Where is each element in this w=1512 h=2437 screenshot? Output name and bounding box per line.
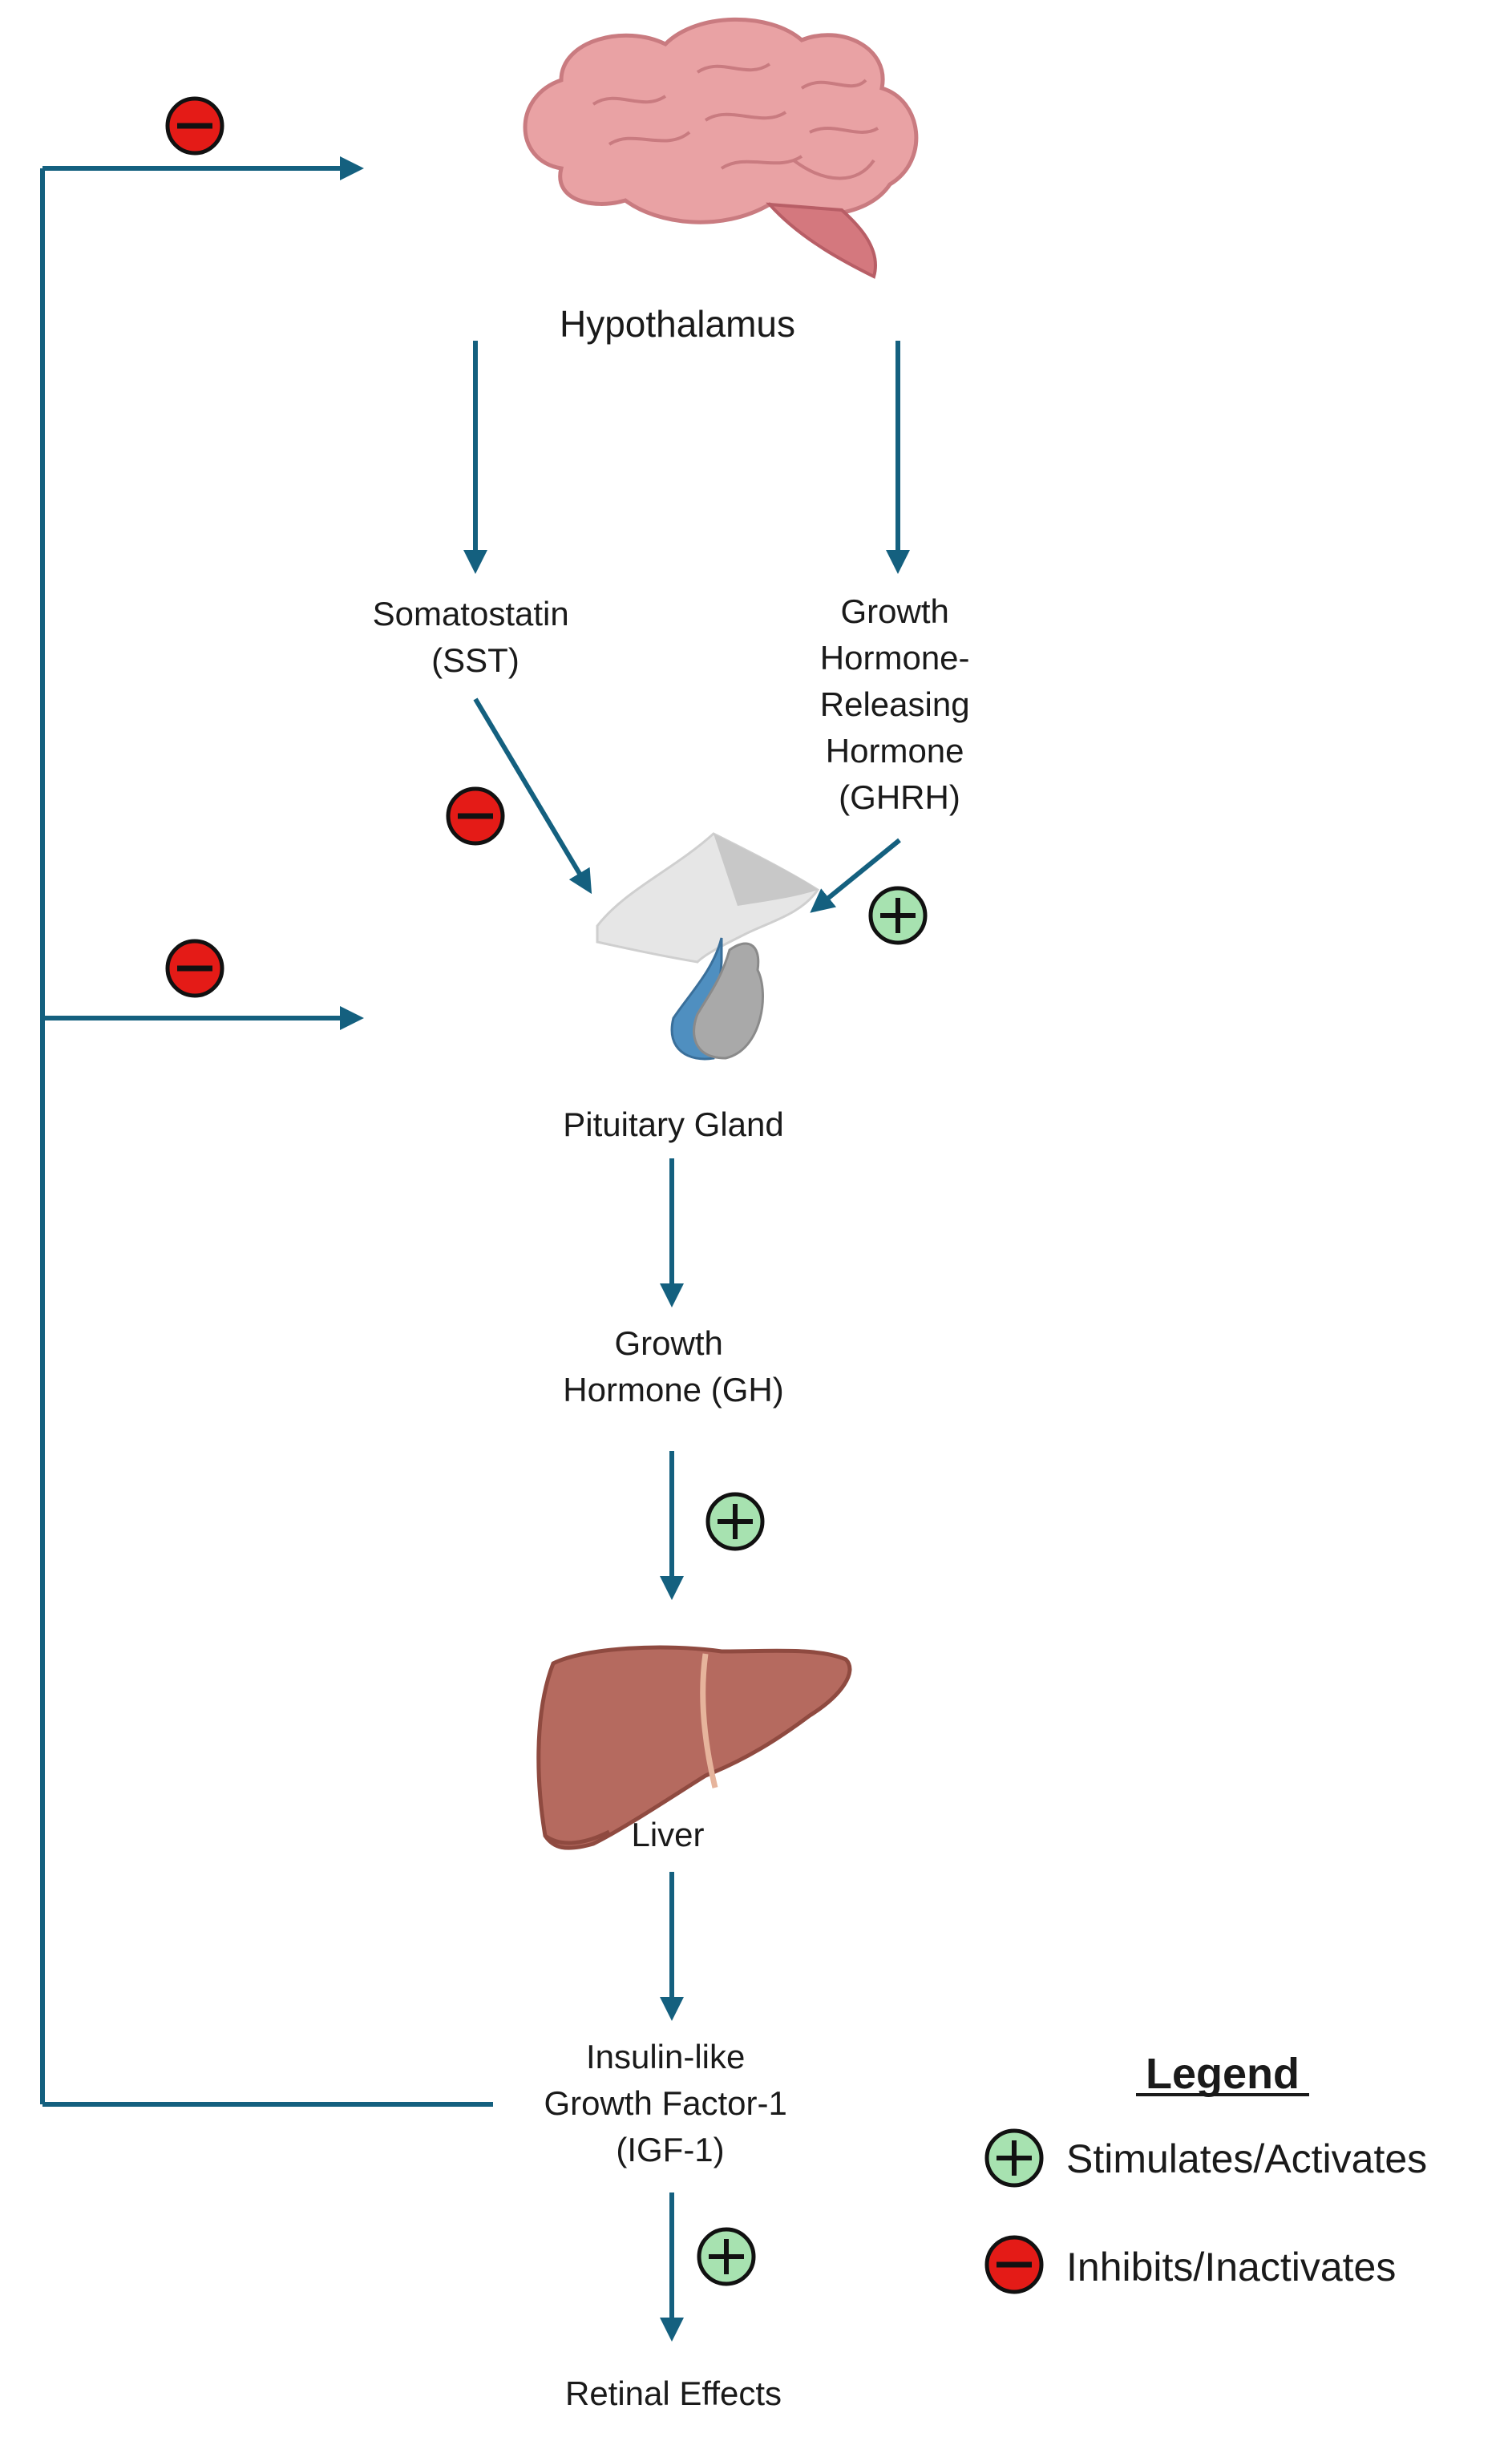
brain-icon [523, 17, 919, 279]
minus-circle-icon [987, 2237, 1041, 2292]
liver-icon [536, 1645, 852, 1850]
minus-circle-icon [168, 99, 222, 153]
somatostatin-line-1: Somatostatin [373, 595, 569, 632]
ghrh-line-2: Hormone- [820, 639, 970, 677]
legend-inhibits-label: Inhibits/Inactivates [1066, 2245, 1396, 2289]
legend: Legend Stimulates/Activates Inhibits/Ina… [987, 2050, 1427, 2292]
pituitary-gland-icon [596, 832, 820, 1061]
minus-circle-icon [168, 941, 222, 996]
legend-title: Legend [1146, 2050, 1300, 2098]
ghrh-label: Growth Hormone- Releasing Hormone (GHRH) [820, 592, 979, 816]
arrow-sst-to-pituitary [473, 697, 592, 895]
plus-circle-icon [987, 2131, 1041, 2185]
igf1-line-2: Growth Factor-1 [544, 2084, 786, 2122]
ghrh-line-3: Releasing [820, 685, 970, 723]
gh-label: Growth Hormone (GH) [563, 1324, 783, 1408]
hypothalamus-label: Hypothalamus [560, 303, 795, 345]
igf1-line-3: (IGF-1) [616, 2131, 724, 2168]
retinal-effects-label: Retinal Effects [565, 2374, 782, 2412]
igf1-line-1: Insulin-like [586, 2038, 745, 2075]
igf1-label: Insulin-like Growth Factor-1 (IGF-1) [544, 2038, 796, 2168]
pituitary-label: Pituitary Gland [563, 1105, 783, 1143]
legend-stimulates-label: Stimulates/Activates [1066, 2136, 1427, 2181]
minus-circle-icon [448, 789, 503, 843]
ghrh-line-4: Hormone [826, 732, 964, 770]
ghrh-line-5: (GHRH) [839, 778, 960, 816]
somatostatin-label: Somatostatin (SST) [373, 595, 579, 679]
somatostatin-line-2: (SST) [431, 641, 519, 679]
gh-line-2: Hormone (GH) [563, 1371, 783, 1408]
feedback-loop [40, 156, 493, 2107]
plus-circle-icon [708, 1494, 762, 1549]
plus-circle-icon [871, 888, 925, 943]
liver-label: Liver [631, 1816, 704, 1853]
ghrh-line-1: Growth [840, 592, 948, 630]
plus-circle-icon [699, 2229, 754, 2284]
gh-line-1: Growth [614, 1324, 722, 1362]
arrow-ghrh-to-pituitary [810, 838, 901, 913]
